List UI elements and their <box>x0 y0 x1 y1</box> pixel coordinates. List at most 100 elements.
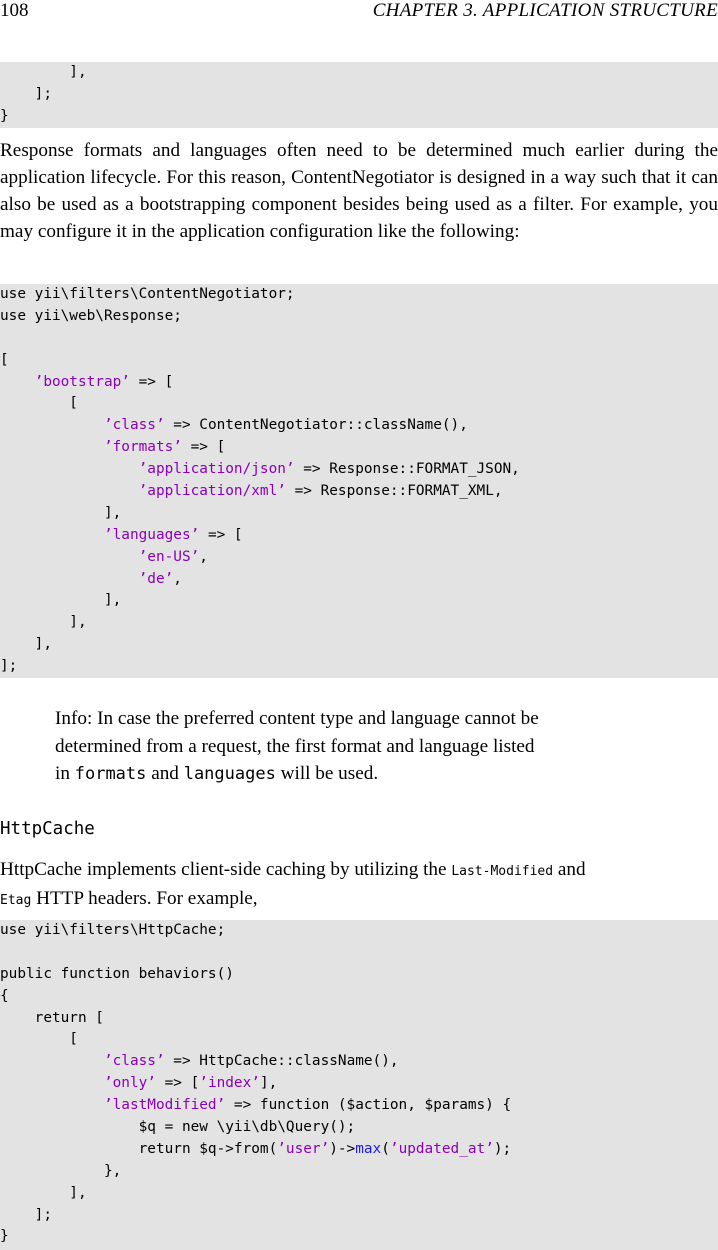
code-line: }, <box>0 1161 718 1183</box>
code-text <box>0 1075 104 1091</box>
code-string: ’application/json’ <box>138 461 295 478</box>
code-text: => ContentNegotiator::className(), <box>164 417 468 434</box>
code-line: ]; <box>0 1205 718 1227</box>
code-text: => Response::FORMAT_XML, <box>285 483 503 500</box>
code-line: ], <box>0 634 718 656</box>
page-number: 108 <box>0 0 29 21</box>
code-line: } <box>0 107 9 124</box>
code-text: { <box>0 987 9 1004</box>
code-text: ], <box>0 504 122 521</box>
code-line: ’class’ => ContentNegotiator::className(… <box>0 415 718 437</box>
code-text: ], <box>0 614 87 631</box>
code-text: ], <box>0 1184 87 1201</box>
code-string: ’updated_at’ <box>389 1140 494 1157</box>
code-text <box>0 549 139 565</box>
code-text: public function behaviors() <box>0 965 234 982</box>
code-text: ); <box>493 1140 512 1157</box>
code-line: [ <box>0 350 718 372</box>
code-text: }, <box>0 1162 122 1179</box>
code-line: public function behaviors() <box>0 964 718 986</box>
code-text: ], <box>0 592 122 609</box>
code-string: ’de’ <box>138 570 174 587</box>
code-block-content-negotiator: use yii\filters\ContentNegotiator; use yi… <box>0 284 718 678</box>
page-header: 108 CHAPTER 3. APPLICATION STRUCTURE <box>0 0 718 24</box>
code-line: ’languages’ => [ <box>0 525 718 547</box>
paragraph-httpcache: HttpCache implements client-side caching… <box>0 859 586 909</box>
code-line: ], <box>0 64 87 80</box>
code-text <box>0 374 35 390</box>
info-note: Info: In case the preferred content type… <box>55 705 675 789</box>
code-text: => function ($action, $params) { <box>225 1097 512 1114</box>
code-text: ], <box>0 636 52 653</box>
chapter-title: CHAPTER 3. APPLICATION STRUCTURE <box>372 0 718 21</box>
code-string: ’formats’ <box>103 439 182 456</box>
code-text: => HttpCache::className(), <box>164 1053 399 1070</box>
code-line: ’class’ => HttpCache::className(), <box>0 1051 718 1073</box>
code-text <box>0 439 104 455</box>
code-line: use yii\filters\HttpCache; <box>0 920 718 942</box>
code-block-httpcache: use yii\filters\HttpCache; public functio… <box>0 920 718 1250</box>
paragraph-content-negotiator: Response formats and languages often nee… <box>0 140 718 242</box>
code-line: [ <box>0 1029 718 1051</box>
code-text: [ <box>0 395 78 412</box>
code-text: $q = new \yii\db\Query(); <box>0 1119 356 1136</box>
code-string: ’lastModified’ <box>103 1097 226 1114</box>
code-text <box>0 1097 104 1113</box>
code-string: ’bootstrap’ <box>34 373 130 390</box>
code-line: ’de’, <box>0 569 718 591</box>
info-line-1: Info: In case the preferred content type… <box>55 708 539 729</box>
code-line: ’lastModified’ => function ($action, $pa… <box>0 1095 718 1117</box>
section-title-httpcache: HttpCache <box>0 819 95 839</box>
code-line: return [ <box>0 1008 718 1030</box>
inline-code-formats: formats <box>74 764 147 784</box>
code-text <box>0 527 104 543</box>
code-line: ], <box>0 1183 718 1205</box>
code-text: [ <box>0 351 9 368</box>
code-text: => [ <box>199 526 243 543</box>
code-string: ’user’ <box>277 1140 330 1157</box>
code-line: ], <box>0 503 718 525</box>
code-line: use yii\filters\ContentNegotiator; <box>0 284 718 306</box>
code-line: ]; <box>0 85 52 102</box>
code-text: use yii\filters\HttpCache; <box>0 922 226 938</box>
code-function: max <box>355 1140 382 1157</box>
code-line: ’en-US’, <box>0 547 718 569</box>
code-text: ( <box>381 1140 390 1157</box>
code-text <box>0 1053 104 1069</box>
code-string: ’en-US’ <box>138 548 200 565</box>
code-line: ’application/json’ => Response::FORMAT_J… <box>0 459 718 481</box>
code-line: $q = new \yii\db\Query(); <box>0 1117 718 1139</box>
code-text: return [ <box>0 1009 104 1026</box>
code-text: , <box>199 548 208 565</box>
code-line: { <box>0 986 718 1008</box>
code-line: ’formats’ => [ <box>0 437 718 459</box>
code-line: use yii\web\Response; <box>0 306 718 328</box>
inline-code-etag: Etag <box>0 892 32 908</box>
code-text: use yii\web\Response; <box>0 307 182 324</box>
code-line: ], <box>0 590 718 612</box>
code-text: ], <box>259 1075 278 1092</box>
code-line: ]; <box>0 656 718 678</box>
code-text <box>0 483 139 499</box>
code-text: , <box>173 570 182 587</box>
code-line: ’only’ => [’index’], <box>0 1073 718 1095</box>
code-text: use yii\filters\ContentNegotiator; <box>0 286 295 302</box>
code-text: } <box>0 1228 9 1245</box>
code-line: [ <box>0 393 718 415</box>
code-line: ’bootstrap’ => [ <box>0 372 718 394</box>
code-string: ’class’ <box>103 417 165 434</box>
code-text: => [ <box>129 373 174 390</box>
code-text <box>0 417 104 433</box>
code-text: ]; <box>0 1206 52 1223</box>
code-text: )-> <box>329 1140 356 1157</box>
code-text: => Response::FORMAT_JSON, <box>294 461 520 478</box>
code-string: ’only’ <box>103 1075 156 1092</box>
code-string: ’index’ <box>199 1075 260 1092</box>
code-text <box>0 571 139 587</box>
code-text: [ <box>0 1031 78 1048</box>
code-string: ’application/xml’ <box>138 483 286 500</box>
inline-code-last-modified: Last-Modified <box>451 864 554 879</box>
info-line-2: determined from a request, the first for… <box>55 735 535 757</box>
code-line: ], <box>0 612 718 634</box>
code-string: ’class’ <box>103 1053 165 1070</box>
